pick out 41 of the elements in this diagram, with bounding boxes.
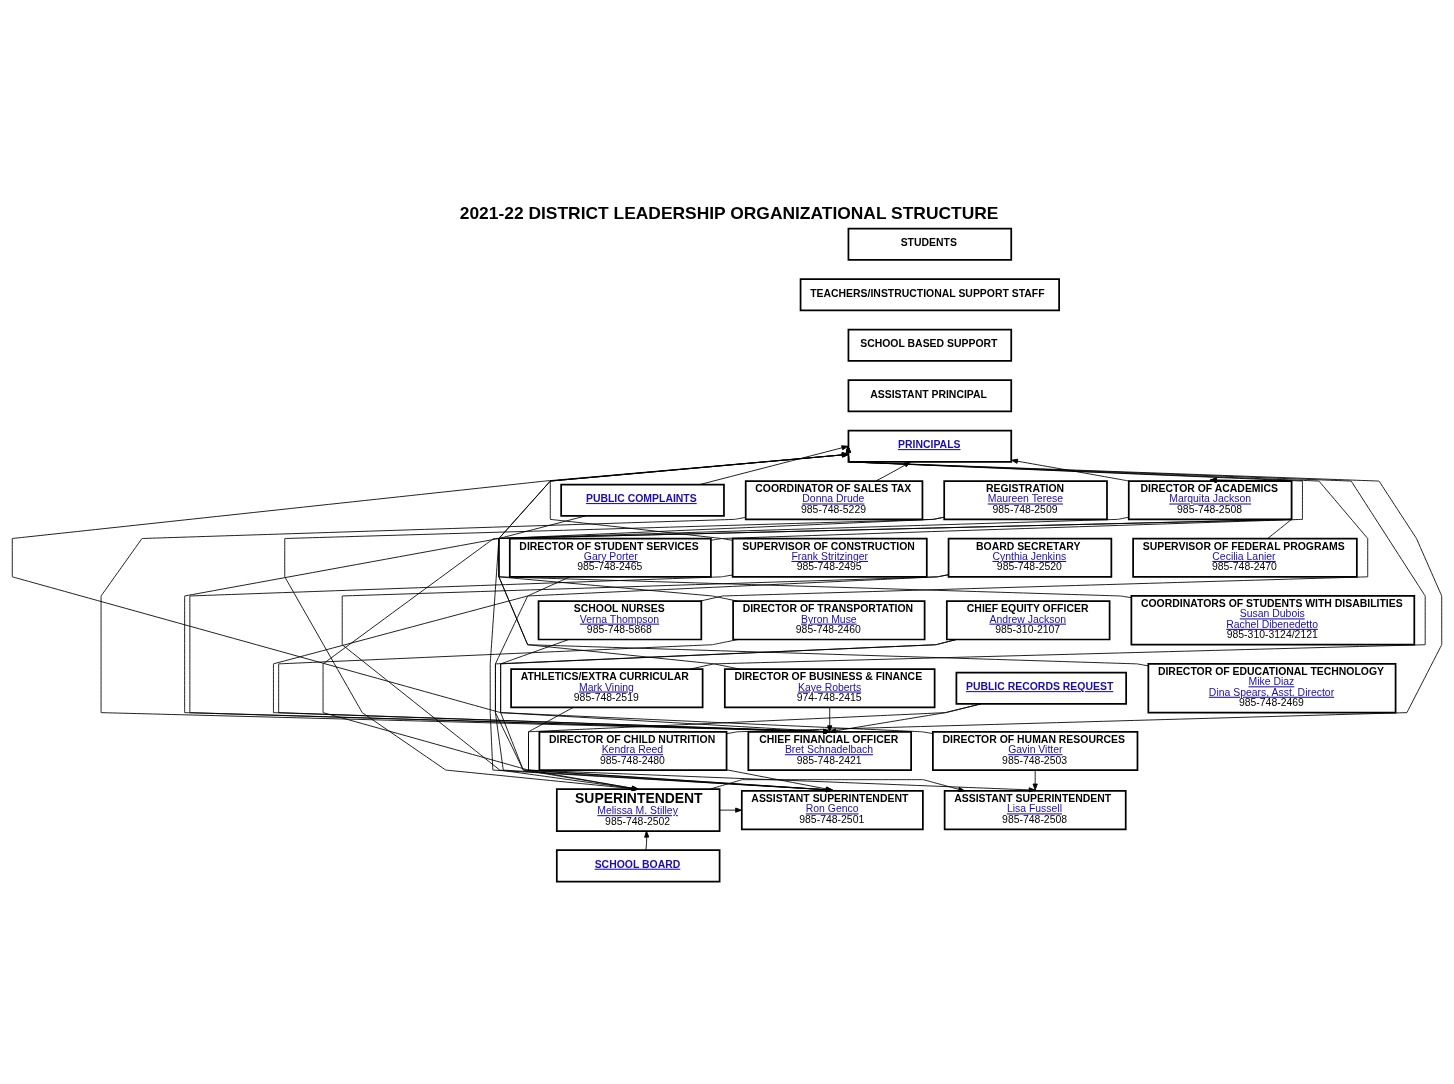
node-box: DIRECTOR OF TRANSPORTATION Byron Muse 985-748-2460 [732, 600, 926, 641]
arrow [1209, 477, 1292, 539]
node-box: TEACHERS/INSTRUCTIONAL SUPPORT STAFF [799, 278, 1060, 312]
node-box: SUPERVISOR OF CONSTRUCTION Frank Stritzinger 985-748-2495 [731, 537, 928, 578]
node-box: ASSISTANT SUPERINTENDENT Lisa Fussell 985-748-2508 [943, 790, 1127, 831]
node-box: ASSISTANT PRINCIPAL [847, 379, 1013, 413]
arrow [1010, 458, 1130, 482]
arrow [498, 477, 1292, 667]
arrow [699, 445, 849, 485]
arrow [498, 452, 849, 670]
arrow [644, 830, 650, 851]
arrow [549, 452, 849, 541]
node-box: DIRECTOR OF BUSINESS & FINANCE Kaye Roberts 974-748-2415 [723, 668, 936, 709]
node-box: DIRECTOR OF HUMAN RESOURCES Gavin Vitter 985-748-2503 [932, 730, 1139, 771]
diagram-title: 2021-22 DISTRICT LEADERSHIP ORGANIZATIONAL STRUCTURE [459, 203, 999, 224]
arrow [1032, 769, 1038, 791]
node-box: BOARD SECRETARY Cynthia Jenkins 985-748-2520 [947, 537, 1113, 578]
node-box: ATHLETICS/EXTRA CURRICULAR Mark Vining 985-748-2519 [510, 668, 704, 709]
node-box: DIRECTOR OF CHILD NUTRITION Kendra Reed 985-748-2480 [538, 730, 728, 771]
node-box: COORDINATORS OF STUDENTS WITH DISABILITIES Susan Dubois Rachel Dibenedetto 985-310-3124/2121 [1130, 595, 1416, 646]
arrow [709, 779, 966, 792]
arrow [710, 445, 1303, 541]
node-box: STUDENTS [847, 227, 1013, 261]
node-box: PUBLIC RECORDS REQUEST [955, 671, 1127, 705]
node-box: SCHOOL BOARD [555, 849, 721, 883]
arrow [719, 807, 743, 813]
node-box: REGISTRATION Maureen Terese 985-748-2509 [943, 480, 1108, 521]
node-box: SCHOOL BASED SUPPORT [847, 328, 1013, 362]
arrow [699, 445, 1369, 602]
node-box: DIRECTOR OF EDUCATIONAL TECHNOLOGY Mike Diaz Dina Spears, Asst. Director 985-748-2469 [1147, 663, 1397, 714]
node-box: DIRECTOR OF STUDENT SERVICES Gary Porter 985-748-2465 [508, 537, 712, 578]
arrow [726, 769, 833, 792]
node-box: DIRECTOR OF ACADEMICS Marquita Jackson 985-748-2508 [1127, 480, 1293, 521]
node-box: PUBLIC COMPLAINTS [560, 483, 725, 517]
arrow [498, 452, 849, 602]
node-box: SCHOOL NURSES Verna Thompson 985-748-5868 [537, 600, 703, 641]
arrow [689, 445, 1426, 670]
node-box: CHIEF EQUITY OFFICER Andrew Jackson 985-310-2107 [945, 600, 1111, 641]
node-box: COORDINATOR OF SALES TAX Donna Drude 985-748-5229 [744, 480, 924, 521]
node-box: ASSISTANT SUPERINTENDENT Ron Genco 985-748-2501 [740, 790, 924, 831]
node-box: SUPERVISOR OF FEDERAL PROGRAMS Cecilia Lanier 985-748-2470 [1132, 537, 1358, 578]
